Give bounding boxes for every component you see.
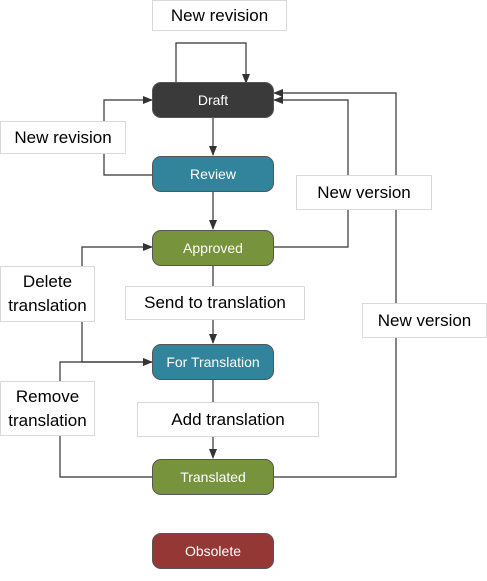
label-new-version-mid: New version: [296, 175, 432, 210]
state-review[interactable]: Review: [152, 156, 274, 192]
connector-translated-to-draft: [273, 89, 397, 478]
label-send-to-translation: Send to translation: [125, 286, 305, 320]
label-new-revision-left: New revision: [0, 121, 126, 154]
state-for-translation[interactable]: For Translation: [152, 344, 274, 380]
state-approved[interactable]: Approved: [152, 230, 274, 266]
label-delete-translation: Delete translation: [0, 266, 95, 322]
label-new-revision-top: New revision: [152, 0, 287, 31]
label-new-version-right: New version: [362, 303, 487, 338]
state-obsolete[interactable]: Obsolete: [152, 533, 274, 569]
label-add-translation: Add translation: [137, 402, 319, 437]
state-draft[interactable]: Draft: [152, 82, 274, 118]
connector-approved-to-draft: [273, 96, 349, 248]
label-remove-translation: Remove translation: [0, 381, 95, 436]
connector-draft-self-loop: [175, 42, 250, 84]
state-translated[interactable]: Translated: [152, 459, 274, 495]
